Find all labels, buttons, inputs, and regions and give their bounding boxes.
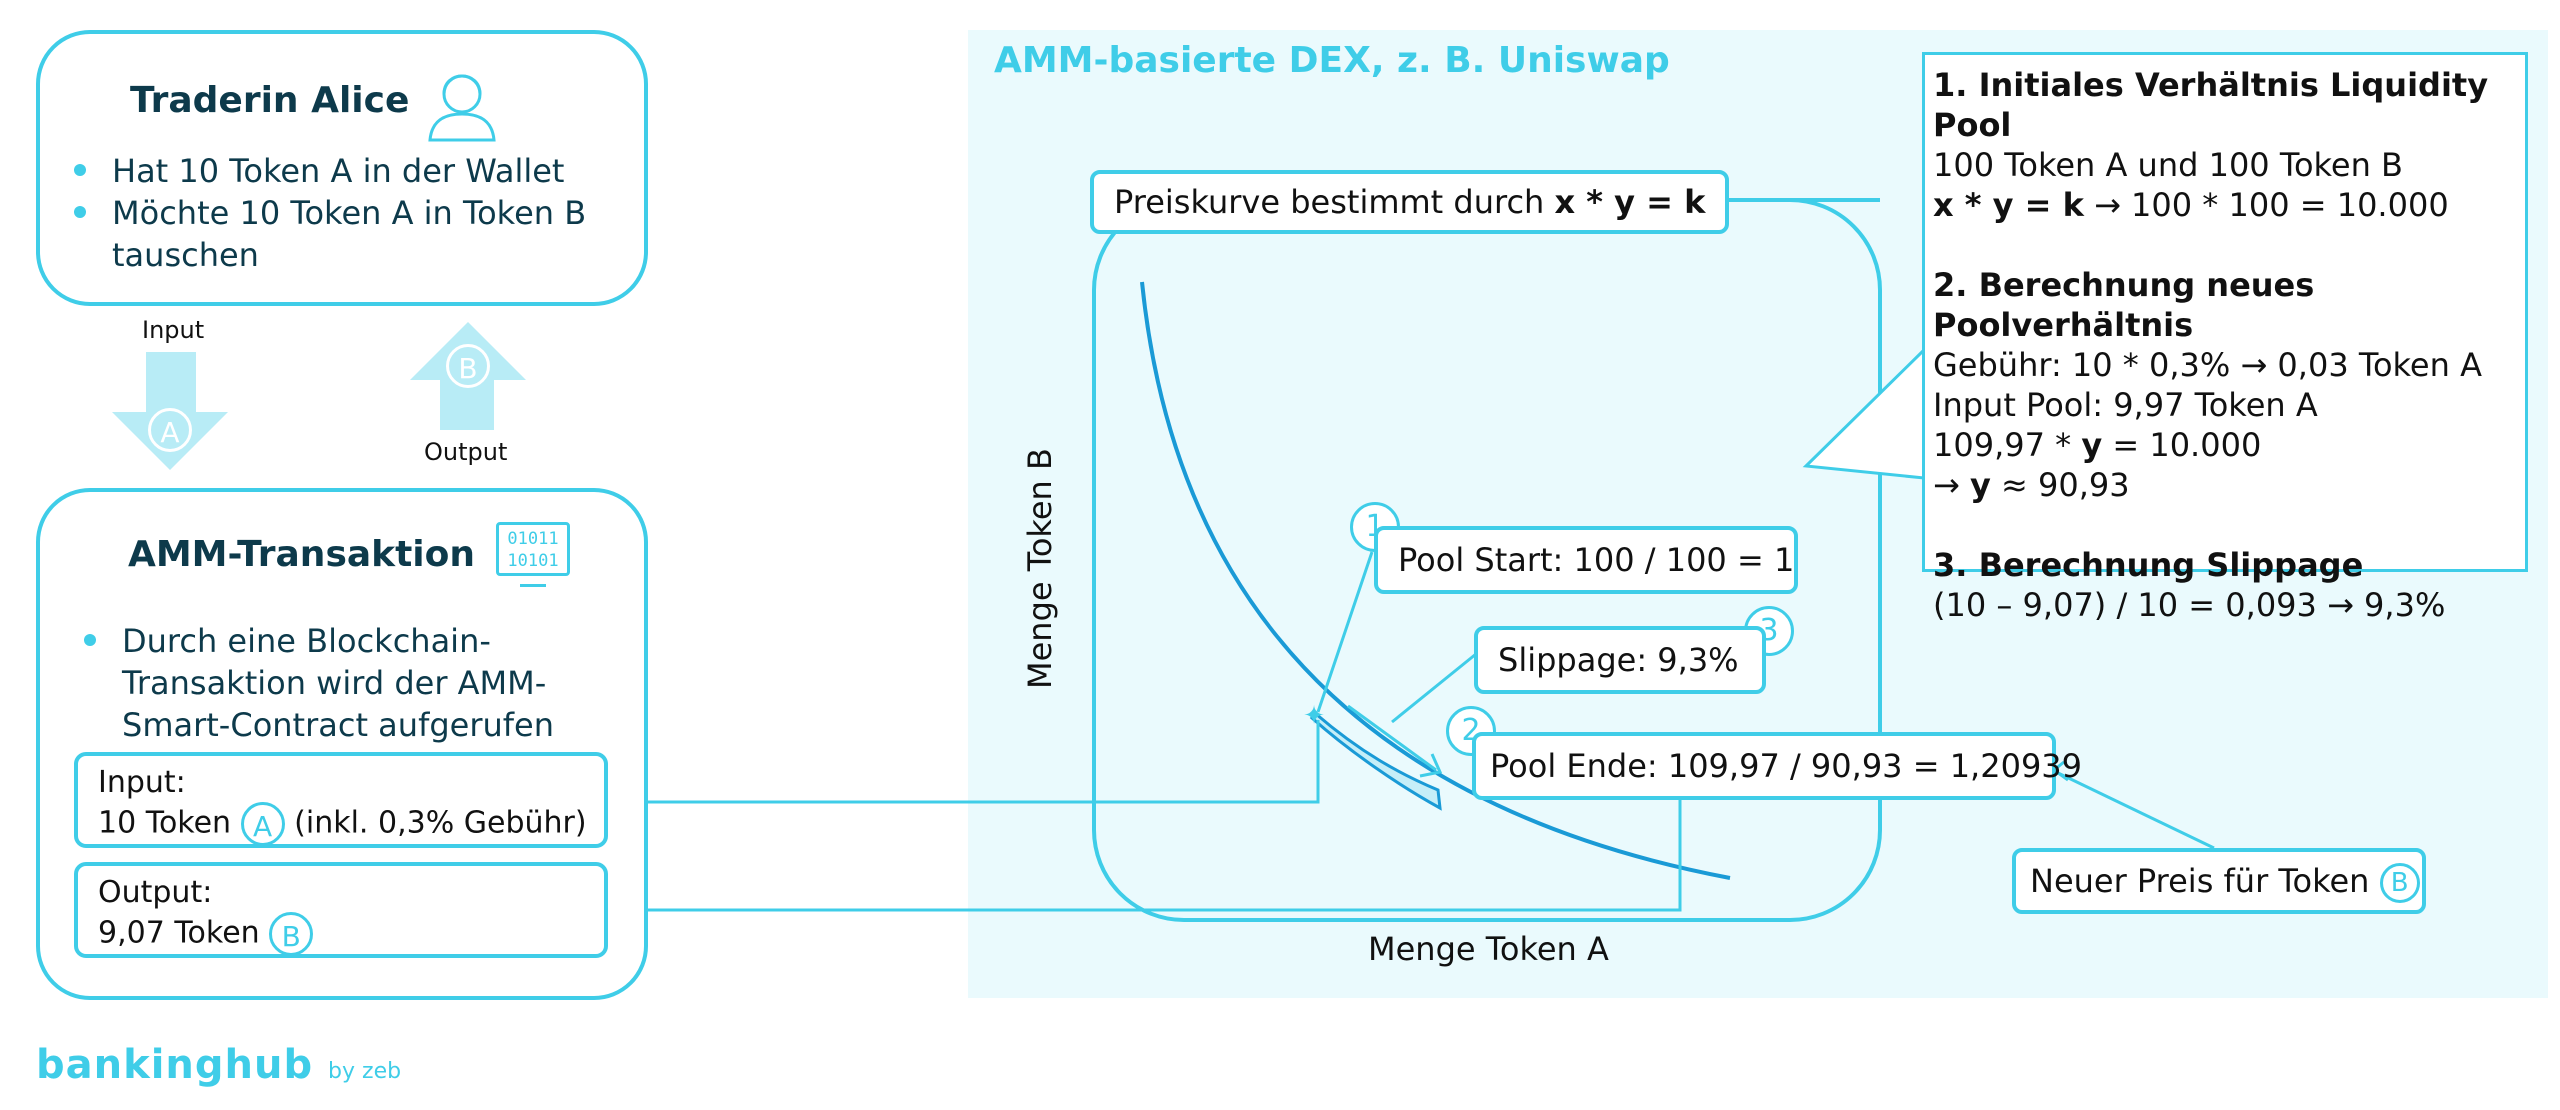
trader-title: Traderin Alice [130, 80, 410, 121]
slippage-label: Slippage: 9,3% [1474, 626, 1766, 694]
x-axis-label: Menge Token A [1368, 930, 1609, 968]
token-a-badge: A [148, 408, 192, 452]
token-b-icon: B [269, 912, 314, 956]
input-connector [606, 720, 1320, 804]
calculation-panel: 1. Initiales Verhältnis Liquidity Pool 1… [1922, 52, 2528, 624]
info-heading-1: 1. Initiales Verhältnis Liquidity Pool [1933, 66, 2489, 144]
trader-bullets: Hat 10 Token A in der Wallet Möchte 10 T… [72, 150, 612, 276]
curve-label: Preiskurve bestimmt durch x * y = k [1090, 170, 1730, 234]
output-title: Output: [98, 875, 213, 910]
token-b-icon: B [2379, 863, 2420, 903]
pool-end-label: Pool Ende: 109,97 / 90,93 = 1,20939 [1472, 732, 2082, 800]
output-amount: 9,07 Token [98, 915, 260, 951]
amm-bullets: Durch eine Blockchain-Transaktion wird d… [82, 620, 602, 746]
bankinghub-logo: bankinghub by zeb [36, 1042, 402, 1088]
info-heading-2: 2. Berechnung neues Poolverhältnis [1933, 266, 2315, 344]
amm-bullet: Durch eine Blockchain-Transaktion wird d… [82, 620, 602, 746]
slippage-area [1309, 711, 1442, 811]
info-heading-3: 3. Berechnung Slippage [1933, 546, 2364, 584]
y-axis-label: Menge Token B [1021, 448, 1059, 689]
trader-card: Traderin Alice Hat 10 Token A in der Wal… [36, 30, 648, 306]
output-label: Output [424, 438, 508, 466]
token-b-badge: B [446, 344, 490, 388]
price-curve [1140, 281, 1731, 880]
dex-title: AMM-basierte DEX, z. B. Uniswap [994, 40, 1670, 81]
input-fee-note: (inkl. 0,3% Gebühr) [294, 805, 587, 841]
pool-start-label: Pool Start: 100 / 100 = 1 [1374, 526, 1798, 594]
input-title: Input: [98, 765, 186, 800]
input-label: Input [142, 316, 205, 344]
token-a-icon: A [240, 802, 285, 846]
trader-bullet: Hat 10 Token A in der Wallet [72, 150, 612, 192]
amm-title: AMM-Transaktion [128, 534, 476, 575]
trader-bullet: Möchte 10 Token A in Token B tauschen [72, 192, 612, 276]
info-pointer [1802, 346, 1926, 480]
output-box: Output: 9,07 Token B [74, 862, 608, 958]
new-price-connector [2055, 770, 2215, 850]
input-box: Input: 10 Token A (inkl. 0,3% Gebühr) [74, 752, 608, 848]
trader-avatar-icon [428, 74, 496, 142]
output-connector [612, 792, 1682, 912]
new-price-label: Neuer Preis für Token B [2012, 848, 2426, 914]
input-amount: 10 Token [98, 805, 232, 841]
